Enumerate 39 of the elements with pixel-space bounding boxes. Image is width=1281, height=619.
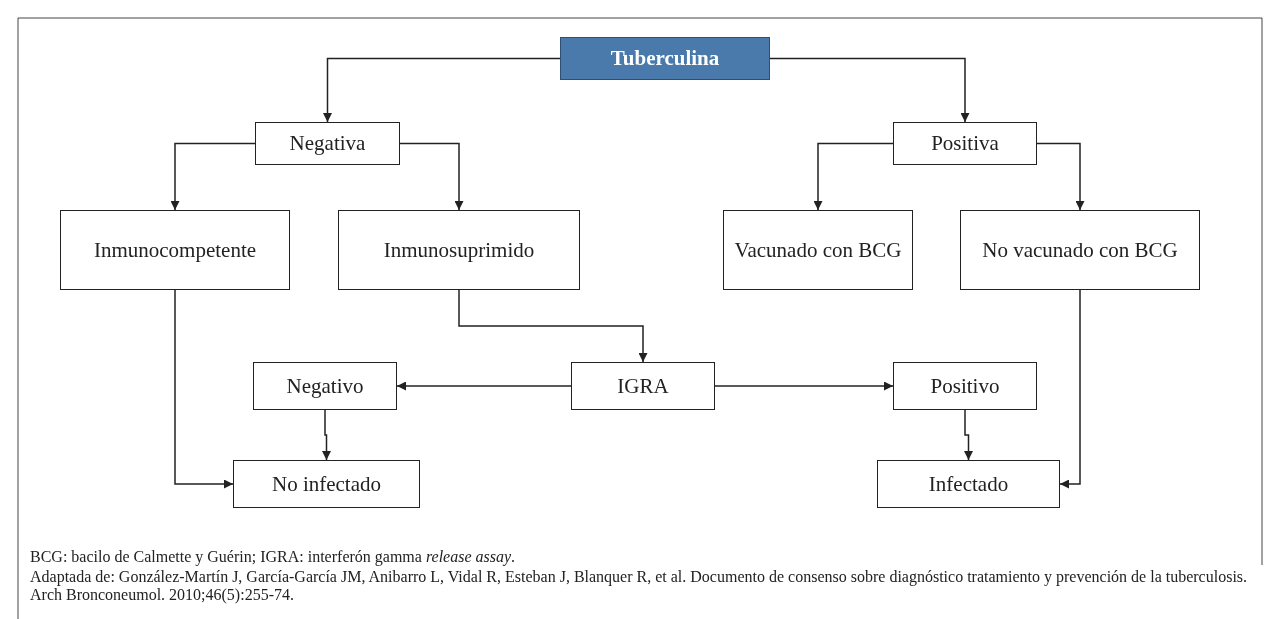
- process-box: [60, 210, 290, 290]
- connector-arrow: [170, 142, 256, 211]
- process-box: [893, 362, 1037, 410]
- connector-arrow: [964, 409, 973, 461]
- box-label: Negativo: [286, 372, 364, 400]
- connector-arrow: [1036, 142, 1085, 211]
- process-box: [560, 37, 770, 80]
- process-box: [893, 122, 1037, 165]
- box-label: Positiva: [931, 130, 999, 157]
- connector-arrow: [174, 289, 234, 489]
- connector-arrow: [399, 142, 464, 211]
- process-box: [233, 460, 420, 508]
- connector-arrow: [714, 381, 894, 391]
- connector-arrow: [813, 142, 894, 211]
- box-label: No infectado: [271, 470, 381, 498]
- process-box: [255, 122, 400, 165]
- process-box: [960, 210, 1200, 290]
- box-label: IGRA: [617, 372, 669, 400]
- connector-arrow: [458, 289, 648, 363]
- connector-arrow: [769, 57, 970, 123]
- box-label: Positivo: [930, 372, 1000, 400]
- connector-arrow: [323, 57, 561, 123]
- connector-arrow: [322, 409, 331, 461]
- process-box: [571, 362, 715, 410]
- process-box: [877, 460, 1060, 508]
- process-box: [338, 210, 580, 290]
- box-label: Tuberculina: [610, 45, 720, 72]
- box-label: Infectado: [928, 470, 1009, 498]
- connector-arrow: [396, 381, 572, 391]
- box-label: Inmunosuprimido: [383, 236, 535, 264]
- process-box: [253, 362, 397, 410]
- box-label: Vacunado con BCG: [734, 236, 902, 264]
- box-label: Negativa: [289, 130, 366, 157]
- process-box: [723, 210, 913, 290]
- connector-arrow: [1059, 289, 1081, 489]
- box-label: Inmunocompetente: [93, 236, 257, 264]
- box-label: No vacunado con BCG: [982, 236, 1178, 264]
- footnote-text: Adaptada de: González-Martín J, García-García JM, Anibarro L, Vidal R, Esteban J, Blanquer R, et al. Documento de consenso sobre diagnóstico tratamiento y prevención de la tuberculosis. Arch Bronconeumol. 2010;46(5):255-74.: [30, 568, 1249, 605]
- footnote-text: BCG: bacilo de Calmette y Guérin; IGRA: interferón gamma release assay.: [30, 548, 517, 567]
